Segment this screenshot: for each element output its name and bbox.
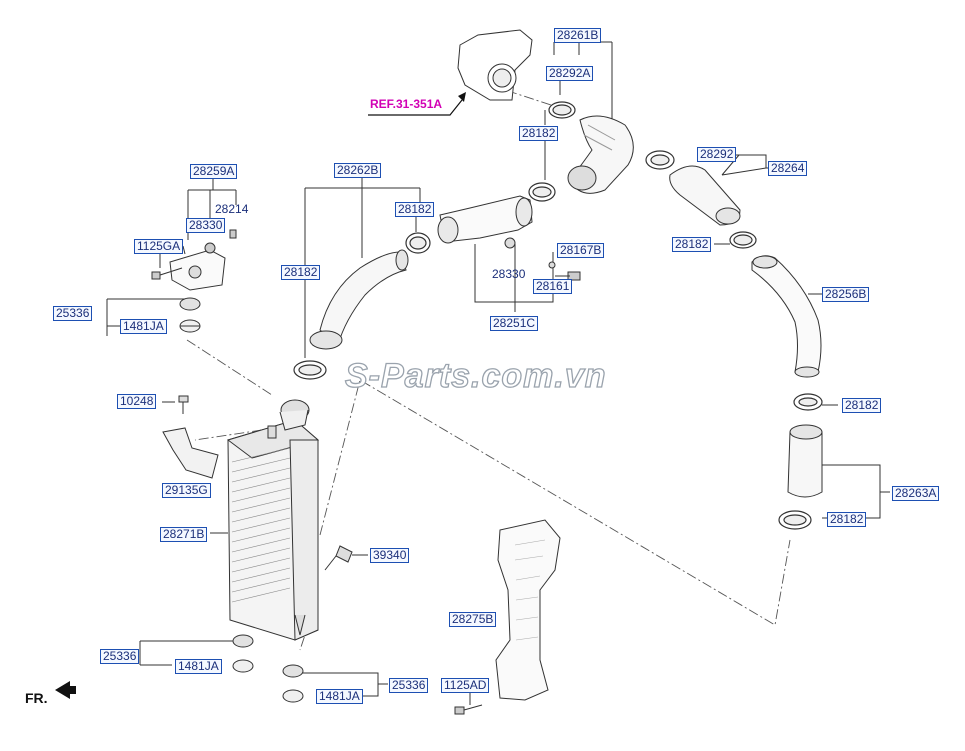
bolt-28214 [229,229,237,239]
clamp-28182-left [293,360,327,380]
air-guide-28275B [495,519,561,701]
clamp-28182-r3 [778,510,812,530]
part-label-28263A[interactable]: 28263A [892,486,940,501]
part-label-1125GA[interactable]: 1125GA [134,239,184,254]
hose-28264 [669,165,741,226]
pipe-28256B [751,255,822,378]
part-label-25336-c[interactable]: 25336 [389,678,429,693]
watermark: S-Parts.com.vn [344,356,607,395]
nut-28167B [548,261,556,269]
bolt-1125GA [151,267,183,280]
part-label-28182-top[interactable]: 28182 [519,126,559,141]
intercooler-28271B [226,399,320,641]
clamp-28182-mid [405,232,431,254]
reference-label[interactable]: REF.31-351A [370,97,443,111]
part-label-28292A[interactable]: 28292A [546,66,594,81]
grommet-1481JA-c [282,689,304,703]
grommet-25336-a [179,297,201,311]
grommet-1481JA-b [232,659,254,673]
part-label-28182-left[interactable]: 28182 [281,265,321,280]
direction-label: FR. [25,690,48,706]
part-label-1481JA-a[interactable]: 1481JA [120,319,167,334]
part-label-28182-mid[interactable]: 28182 [395,202,435,217]
part-label-1481JA-c[interactable]: 1481JA [316,689,363,704]
part-label-28182-right[interactable]: 28182 [672,237,712,252]
part-label-1481JA-b[interactable]: 1481JA [175,659,222,674]
leader-25336-a [106,298,185,336]
part-label-25336-a[interactable]: 25336 [53,306,93,321]
leader-1125GA [159,245,186,268]
part-label-28330-mid[interactable]: 28330 [492,267,526,281]
part-label-28261B[interactable]: 28261B [554,28,602,43]
part-label-28182-r2[interactable]: 28182 [842,398,882,413]
part-label-39340[interactable]: 39340 [370,548,410,563]
part-label-1125AD[interactable]: 1125AD [441,678,490,693]
clamp-28292A [548,101,576,119]
part-label-28292[interactable]: 28292 [697,147,737,162]
nut-28330-left [204,242,216,254]
part-label-25336-b[interactable]: 25336 [100,649,140,664]
pipe-28251C [437,195,533,249]
leader-28262B [304,178,421,265]
clamp-28182-right [729,231,757,249]
part-label-28251C[interactable]: 28251C [490,316,539,331]
leader-25336-b [139,640,235,666]
bolt-1125AD [454,704,483,715]
part-label-29135G[interactable]: 29135G [162,483,211,498]
part-label-28275B[interactable]: 28275B [449,612,497,627]
part-label-28330-left[interactable]: 28330 [186,218,226,233]
part-label-10248[interactable]: 10248 [117,394,157,409]
clamp-28182-r2 [793,393,823,411]
hose-28261B [567,115,634,194]
fr-arrow-icon [55,681,76,699]
leader-28251C [474,244,554,312]
grommet-25336-c [282,664,304,678]
bracket-28259A [169,249,226,291]
grommet-25336-b [232,634,254,648]
part-label-28214[interactable]: 28214 [215,202,249,216]
clamp-28182-top [528,182,556,202]
throttle-body-ref [457,29,533,101]
part-label-28271B[interactable]: 28271B [160,527,208,542]
part-label-28264[interactable]: 28264 [768,161,808,176]
leader-28263A [820,464,890,519]
hose-28263A [787,424,823,498]
part-label-28161[interactable]: 28161 [533,279,573,294]
leader-28259A [187,178,237,240]
bracket-29135G [162,427,219,479]
bolt-28161 [555,271,581,281]
hose-28262B [309,249,409,350]
clamp-28292 [645,150,675,170]
part-label-28262B[interactable]: 28262B [334,163,382,178]
leader-25336-c [302,672,388,697]
sensor-39340 [324,545,353,571]
part-label-28167B[interactable]: 28167B [557,243,605,258]
part-label-28182-r3[interactable]: 28182 [827,512,867,527]
grommet-1481JA-a [179,319,201,333]
part-label-28256B[interactable]: 28256B [822,287,870,302]
bolt-10248 [178,395,189,414]
part-label-28259A[interactable]: 28259A [190,164,238,179]
